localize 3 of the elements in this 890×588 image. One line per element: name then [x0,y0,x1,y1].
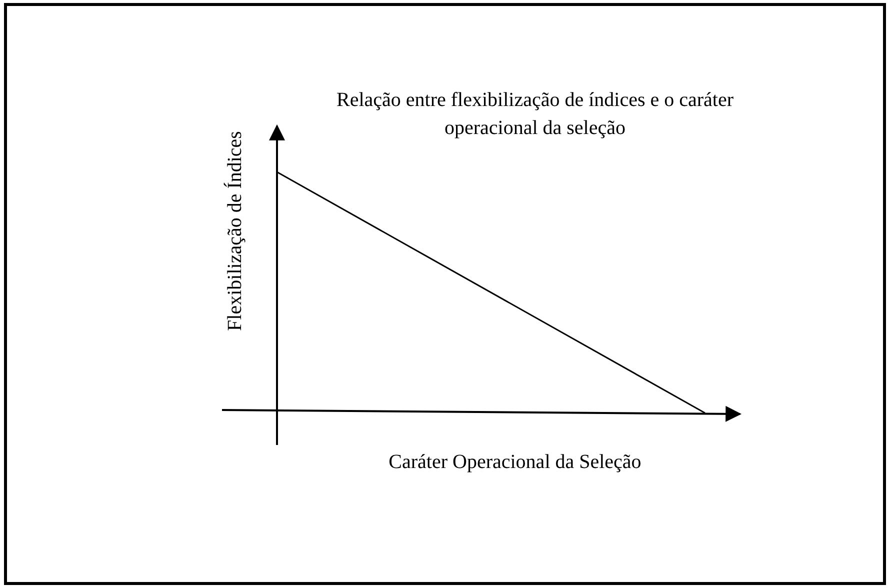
y-axis-label: Flexibilização de Índices [222,130,247,333]
x-axis-label: Caráter Operacional da Seleção [388,450,642,475]
chart-title: Relação entre flexibilização de índices e o caráter operacional da seleção [336,88,734,141]
